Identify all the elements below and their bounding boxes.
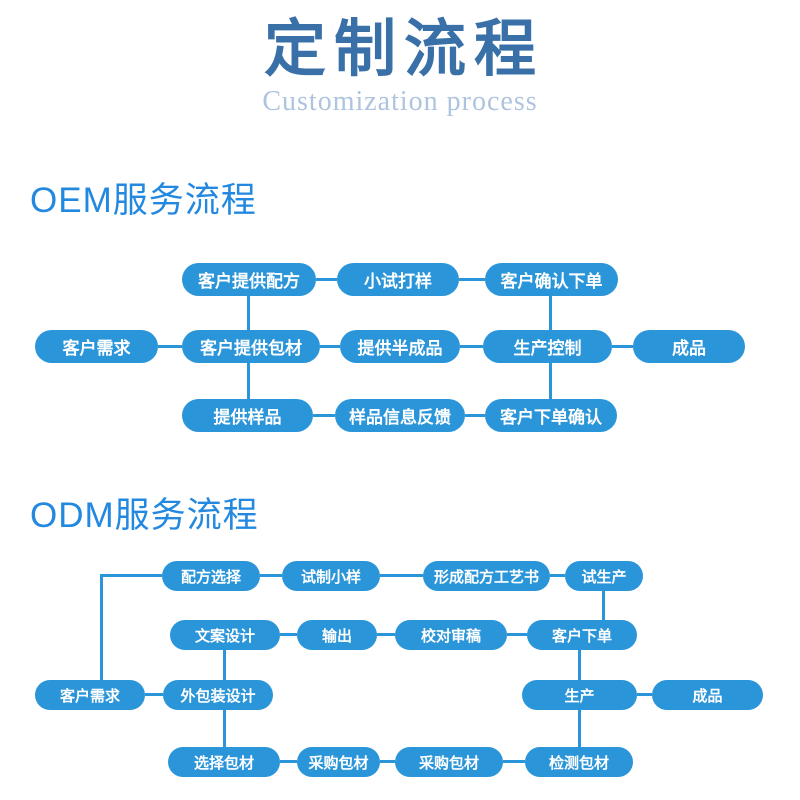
flow-node-d8: 客户下单	[527, 620, 637, 650]
flow-node-o8: 成品	[633, 330, 745, 363]
connector-line	[100, 574, 103, 680]
connector-line	[612, 345, 633, 348]
connector-line	[158, 345, 182, 348]
flow-node-d13: 选择包材	[168, 747, 280, 777]
page-subtitle: Customization process	[262, 86, 538, 118]
flow-node-d12: 成品	[652, 680, 763, 710]
title-block: 定制流程 Customization process	[0, 0, 800, 118]
connector-line	[549, 296, 552, 330]
flow-node-o3: 客户确认下单	[485, 263, 618, 296]
connector-line	[316, 278, 337, 281]
connector-line	[260, 574, 282, 577]
flow-node-d9: 客户需求	[35, 680, 145, 710]
flow-node-o4: 客户需求	[35, 330, 158, 363]
connector-line	[503, 760, 525, 763]
connector-line	[380, 760, 395, 763]
connector-line	[578, 650, 581, 680]
connector-line	[280, 760, 297, 763]
connector-line	[247, 363, 250, 399]
page-title: 定制流程	[263, 16, 544, 84]
connector-line	[380, 574, 423, 577]
flow-node-d10: 外包装设计	[163, 680, 273, 710]
flow-node-d4: 试生产	[565, 561, 643, 591]
odm-section-header: ODM服务流程	[30, 496, 259, 535]
connector-line	[223, 710, 226, 747]
connector-line	[637, 693, 652, 696]
flow-node-o5: 客户提供包材	[182, 330, 320, 363]
connector-line	[602, 591, 605, 620]
flow-node-d5: 文案设计	[170, 620, 280, 650]
flow-node-d16: 检测包材	[525, 747, 633, 777]
flow-node-d3: 形成配方工艺书	[423, 561, 550, 591]
connector-line	[247, 296, 250, 330]
connector-line	[578, 710, 581, 747]
flow-node-o6: 提供半成品	[340, 330, 460, 363]
flow-node-d1: 配方选择	[162, 561, 260, 591]
flow-node-d2: 试制小样	[282, 561, 380, 591]
flow-node-o10: 样品信息反馈	[335, 399, 465, 432]
connector-line	[377, 633, 395, 636]
connector-line	[465, 414, 485, 417]
connector-line	[460, 345, 483, 348]
flow-node-o9: 提供样品	[182, 399, 313, 432]
flow-node-d14: 采购包材	[297, 747, 380, 777]
flow-node-d11: 生产	[522, 680, 637, 710]
flow-node-o7: 生产控制	[483, 330, 612, 363]
flow-node-o11: 客户下单确认	[485, 399, 617, 432]
connector-line	[313, 414, 335, 417]
connector-line	[459, 278, 485, 281]
connector-line	[320, 345, 340, 348]
connector-line	[507, 633, 527, 636]
flow-node-d15: 采购包材	[395, 747, 503, 777]
connector-line	[550, 574, 565, 577]
connector-line	[549, 363, 552, 399]
flow-node-o2: 小试打样	[337, 263, 459, 296]
flow-node-o1: 客户提供配方	[182, 263, 316, 296]
oem-section-header: OEM服务流程	[30, 181, 257, 220]
flow-node-d6: 输出	[297, 620, 377, 650]
connector-line	[280, 633, 297, 636]
connector-line	[145, 693, 163, 696]
connector-line	[223, 650, 226, 680]
connector-line	[102, 574, 162, 577]
flow-node-d7: 校对审稿	[395, 620, 507, 650]
